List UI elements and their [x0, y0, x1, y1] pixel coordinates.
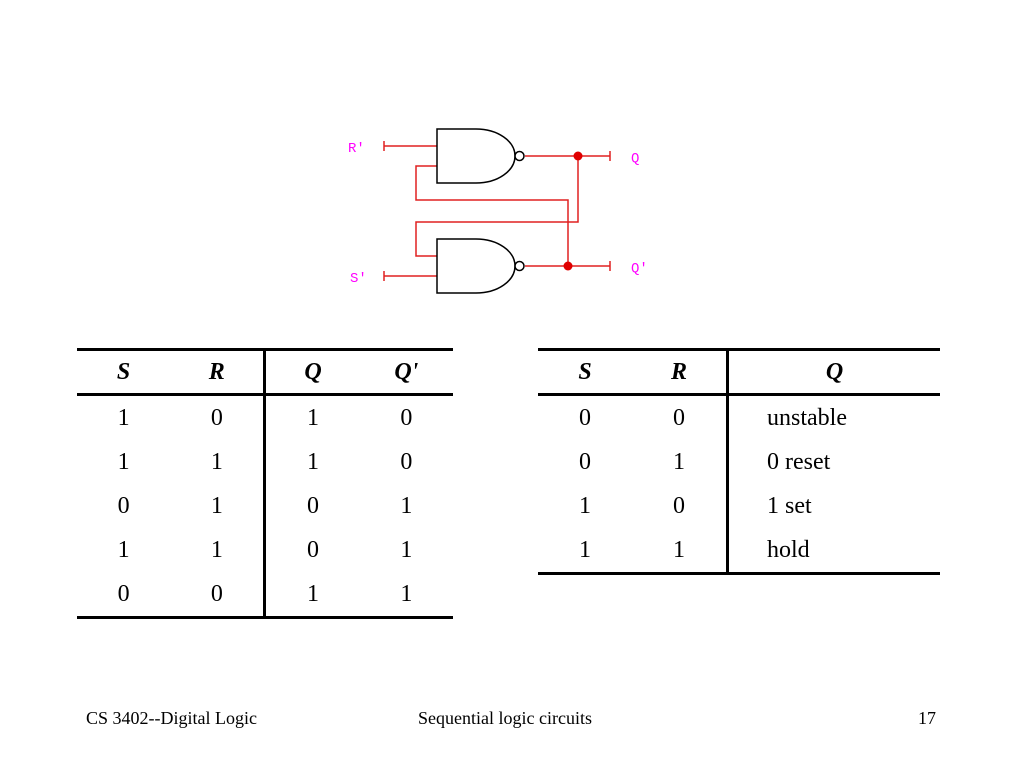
table-row: 1 1 0 1 [77, 528, 453, 572]
cell-r: 0 [632, 394, 729, 440]
footer-topic: Sequential logic circuits [418, 708, 592, 728]
cell-s: 0 [579, 404, 591, 431]
cell-s: 1 [117, 448, 130, 475]
bottom-nand-bubble [514, 260, 525, 272]
cell-q: 1 [307, 448, 320, 475]
cell-q-prime: 1 [400, 492, 413, 519]
sr-latch-diagram: R' S' Q Q' [348, 128, 648, 294]
cell-q-prime: 1 [400, 580, 413, 607]
cell-s: 1 [579, 492, 591, 519]
cell-s: 1 [579, 536, 591, 563]
column-header-r: R [632, 349, 729, 395]
bottom-nand-gate [436, 238, 525, 294]
column-header-q: Q [304, 358, 322, 385]
table-row: 1 1 hold [538, 528, 940, 574]
cell-q: 0 reset [767, 448, 831, 475]
table-row: 0 0 unstable [538, 394, 940, 440]
latch-wires [384, 145, 610, 277]
s-prime-label: S' [350, 271, 367, 287]
cell-q: 0 [307, 536, 320, 563]
q-label: Q [631, 151, 639, 167]
q-feedback-wire [415, 156, 579, 257]
footer-course: CS 3402--Digital Logic [86, 708, 257, 728]
cell-s: 0 [579, 448, 591, 475]
cell-q-prime: 1 [400, 536, 413, 563]
nand-latch-state-table: S R Q Q' 1 0 1 0 1 1 1 0 0 1 0 [77, 348, 453, 619]
q-prime-feedback-wire [415, 165, 569, 266]
cell-r: 1 [632, 440, 729, 484]
table-header-row: S R Q [538, 349, 940, 395]
cell-r: 1 [632, 528, 729, 574]
column-header-q-prime: Q' [394, 358, 419, 385]
cell-q: unstable [767, 404, 847, 431]
table-row: 0 1 0 1 [77, 484, 453, 528]
table-row: 1 0 1 set [538, 484, 940, 528]
cell-s: 0 [117, 580, 130, 607]
latch-behavior-table: S R Q 0 0 unstable 0 1 0 reset 1 0 1 set [538, 348, 940, 575]
cell-r: 0 [632, 484, 729, 528]
cell-s: 1 [117, 536, 130, 563]
column-header-r: R [170, 349, 267, 395]
slide-number: 17 [918, 708, 936, 728]
table-row: 0 0 1 1 [77, 572, 453, 618]
q-prime-label: Q' [631, 261, 648, 277]
q-junction-dot [573, 151, 583, 161]
cell-q-prime: 0 [400, 448, 413, 475]
top-nand-body [436, 128, 516, 184]
table-row: 1 1 1 0 [77, 440, 453, 484]
cell-q: 1 set [767, 492, 812, 519]
cell-q-prime: 0 [400, 404, 413, 431]
cell-q: 0 [307, 492, 320, 519]
table-header-row: S R Q Q' [77, 349, 453, 395]
cell-s: 1 [117, 404, 130, 431]
column-header-s: S [116, 358, 131, 385]
cell-r: 0 [170, 572, 267, 618]
terminal-ticks [383, 141, 611, 281]
cell-q: hold [767, 536, 810, 563]
cell-s: 0 [117, 492, 130, 519]
cell-r: 0 [170, 394, 267, 440]
r-prime-label: R' [348, 141, 365, 157]
column-header-q: Q [825, 358, 844, 385]
cell-r: 1 [170, 528, 267, 572]
cell-r: 1 [170, 440, 267, 484]
table-row: 1 0 1 0 [77, 394, 453, 440]
cell-q: 1 [307, 404, 320, 431]
column-header-s: S [578, 358, 592, 385]
top-nand-gate [436, 128, 525, 184]
bottom-nand-body [436, 238, 516, 294]
table-row: 0 1 0 reset [538, 440, 940, 484]
q-prime-junction-dot [563, 261, 573, 271]
cell-q: 1 [307, 580, 320, 607]
top-nand-bubble [514, 150, 525, 162]
cell-r: 1 [170, 484, 267, 528]
